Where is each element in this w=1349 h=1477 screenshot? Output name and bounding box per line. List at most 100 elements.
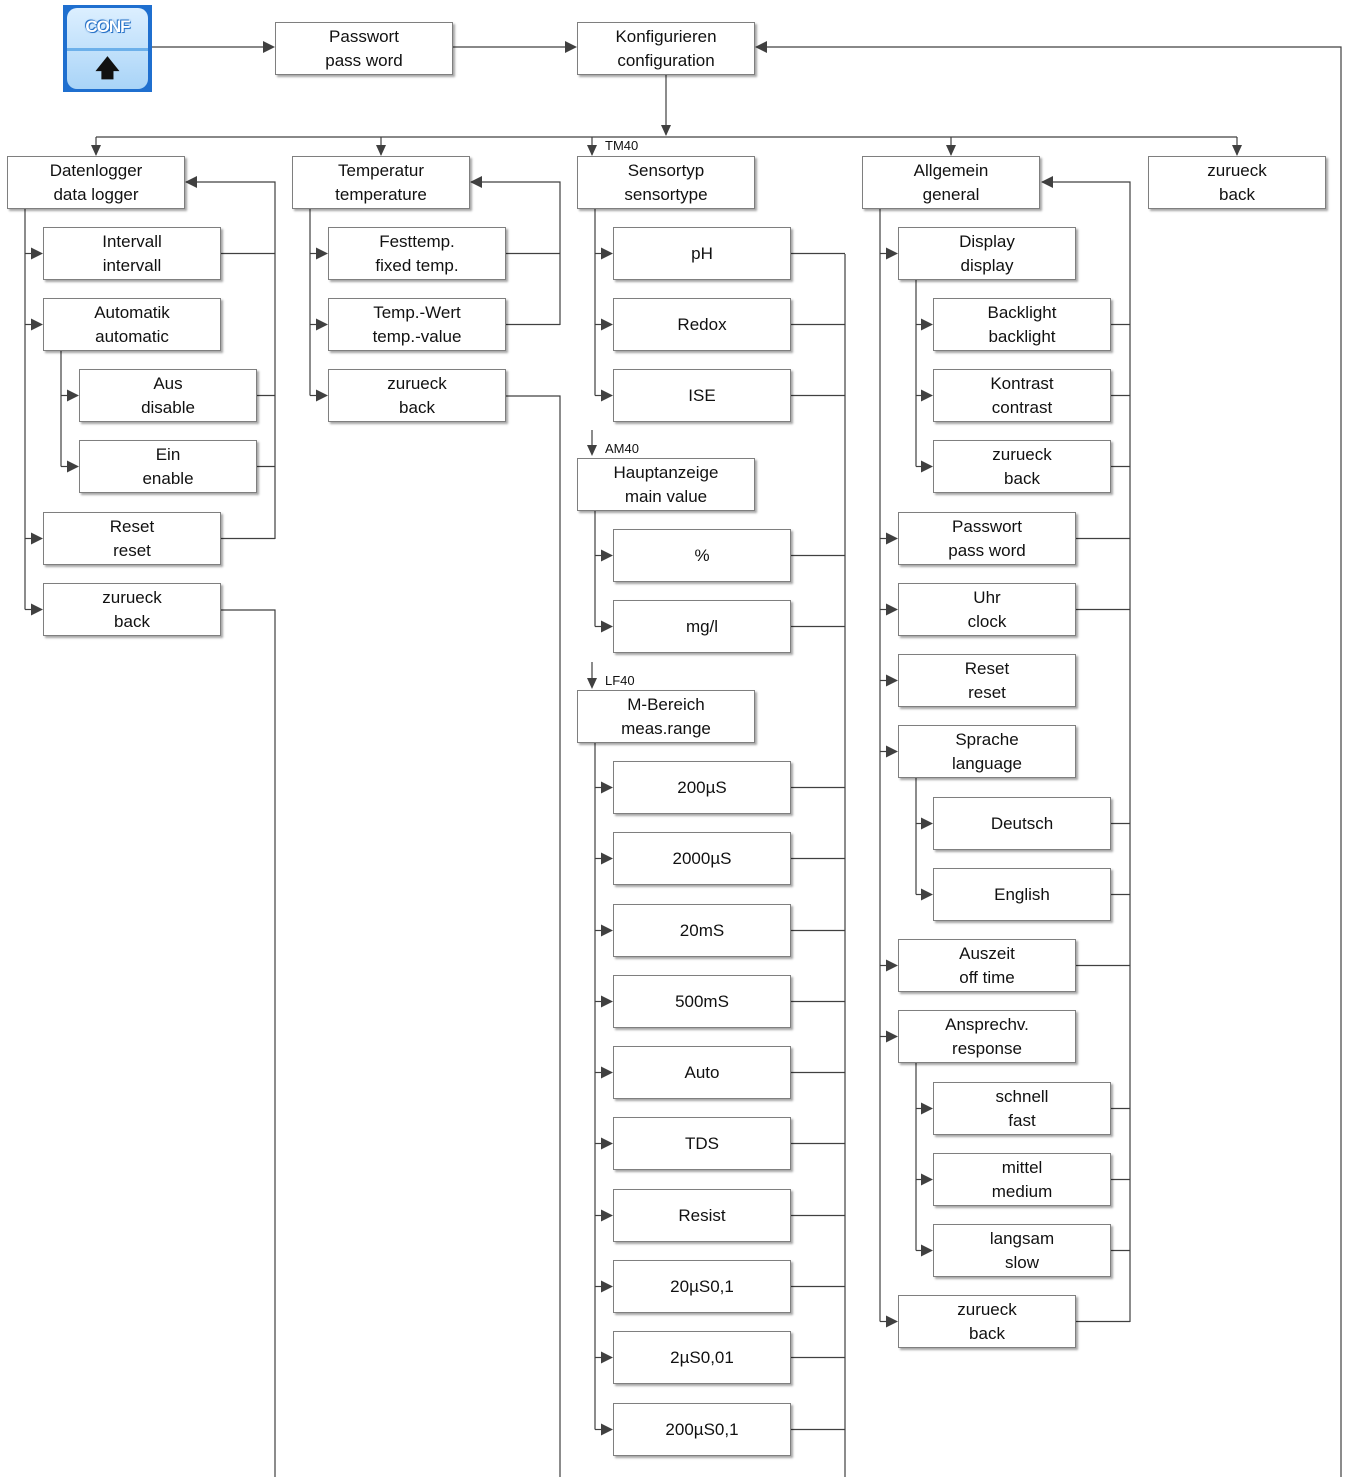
node-label-primary: Ansprechv. (945, 1014, 1029, 1034)
menu-node-t-fest: Festtemp.fixed temp. (328, 227, 506, 280)
arrow-right-icon (601, 1066, 613, 1079)
arrow-right-icon (565, 41, 577, 53)
menu-node-g-ansprech: Ansprechv. response (898, 1010, 1076, 1063)
node-label-primary: Sensortyp (627, 160, 705, 180)
node-label-secondary: sensortype (624, 184, 708, 204)
arrow-down-icon (587, 678, 597, 689)
arrow-right-icon (316, 318, 328, 331)
arrow-down-icon (587, 145, 597, 156)
node-label-primary: Temperatur (338, 160, 424, 180)
node-label-secondary: display (960, 255, 1014, 275)
group-label-am40: AM40 (605, 441, 639, 456)
conf-key-label: CONF (85, 17, 130, 36)
node-label-secondary: medium (991, 1181, 1053, 1201)
arrow-right-icon (886, 959, 898, 972)
menu-node-m-500ms: 500mS (613, 975, 791, 1028)
node-label-secondary: pass word (325, 50, 403, 70)
arrow-right-icon (921, 1244, 933, 1257)
node-label-primary: zurueck (1207, 160, 1267, 180)
node-label-primary: zurueck (102, 587, 162, 607)
menu-node-g-display: Display display (898, 227, 1076, 280)
arrow-right-icon (31, 247, 43, 260)
menu-node-m-20ms: 20mS (613, 904, 791, 957)
arrow-right-icon (263, 41, 275, 53)
node-label-primary: zurueck (992, 444, 1052, 464)
arrow-right-icon (601, 852, 613, 865)
node-label-primary: zurueck (957, 1299, 1017, 1319)
node-label-primary: 2µS0,01 (670, 1347, 734, 1367)
node-label-primary: M-Bereich (627, 694, 705, 714)
node-label-primary: mittel (1001, 1157, 1043, 1177)
node-label-secondary: contrast (991, 397, 1053, 417)
arrow-right-icon (601, 620, 613, 633)
arrow-right-icon (921, 888, 933, 901)
connector-line (506, 395, 561, 1477)
arrow-right-icon (31, 318, 43, 331)
node-label-primary: 20mS (679, 920, 725, 940)
arrow-right-icon (921, 389, 933, 402)
arrow-right-icon (31, 603, 43, 616)
arrow-left-icon (1041, 176, 1053, 188)
arrow-right-icon (921, 318, 933, 331)
node-label-primary: Kontrast (990, 373, 1054, 393)
menu-node-g-mittel: mittel medium (933, 1153, 1111, 1206)
arrow-right-icon (31, 532, 43, 545)
arrow-left-icon (755, 41, 767, 53)
arrow-right-icon (601, 781, 613, 794)
node-label-primary: % (694, 545, 710, 565)
node-label-secondary: disable (141, 397, 195, 417)
node-label-primary: Konfigurieren (615, 26, 717, 46)
arrow-right-icon (921, 460, 933, 473)
arrow-right-icon (886, 1030, 898, 1043)
node-label-primary: pH (691, 243, 713, 263)
arrow-down-icon (1232, 145, 1242, 156)
node-label-primary: Uhr (973, 587, 1001, 607)
connector-line (757, 46, 1342, 1477)
node-label-primary: Festtemp. (379, 231, 455, 251)
arrow-right-icon (601, 1423, 613, 1436)
arrow-down-icon (661, 125, 671, 136)
node-label-primary: 20µS0,1 (670, 1276, 734, 1296)
node-label-secondary: temperature (335, 184, 427, 204)
connector-line (471, 181, 561, 325)
node-label-primary: Auszeit (959, 943, 1015, 963)
arrow-right-icon (886, 1315, 898, 1328)
menu-node-m-2us001: 2µS0,01 (613, 1331, 791, 1384)
menu-node-m-2000us: 2000µS (613, 832, 791, 885)
node-label-secondary: fast (1008, 1110, 1036, 1130)
menu-node-s-ise: ISE (613, 369, 791, 422)
node-label-primary: TDS (685, 1133, 719, 1153)
node-label-secondary: reset (113, 540, 151, 560)
menu-node-m-auto: Auto (613, 1046, 791, 1099)
menu-node-sensortyp: Sensortyp sensortype (577, 156, 755, 209)
menu-node-m-tds: TDS (613, 1117, 791, 1170)
node-label-secondary: enable (142, 468, 194, 488)
arrow-right-icon (601, 318, 613, 331)
node-label-primary: Display (959, 231, 1015, 251)
node-label-primary: English (994, 884, 1050, 904)
node-label-primary: zurueck (387, 373, 447, 393)
node-label-secondary: response (952, 1038, 1022, 1058)
menu-node-g-deutsch: Deutsch (933, 797, 1111, 850)
node-label-primary: Auto (684, 1062, 720, 1082)
arrow-left-icon (470, 176, 482, 188)
node-label-secondary: general (922, 184, 980, 204)
arrow-right-icon (601, 247, 613, 260)
node-label-secondary: main value (624, 486, 708, 506)
node-label-primary: 200µS0,1 (665, 1419, 739, 1439)
node-label-primary: 2000µS (672, 848, 732, 868)
arrow-right-icon (921, 1173, 933, 1186)
menu-node-temperatur: Temperatur temperature (292, 156, 470, 209)
node-label-primary: Backlight (987, 302, 1057, 322)
